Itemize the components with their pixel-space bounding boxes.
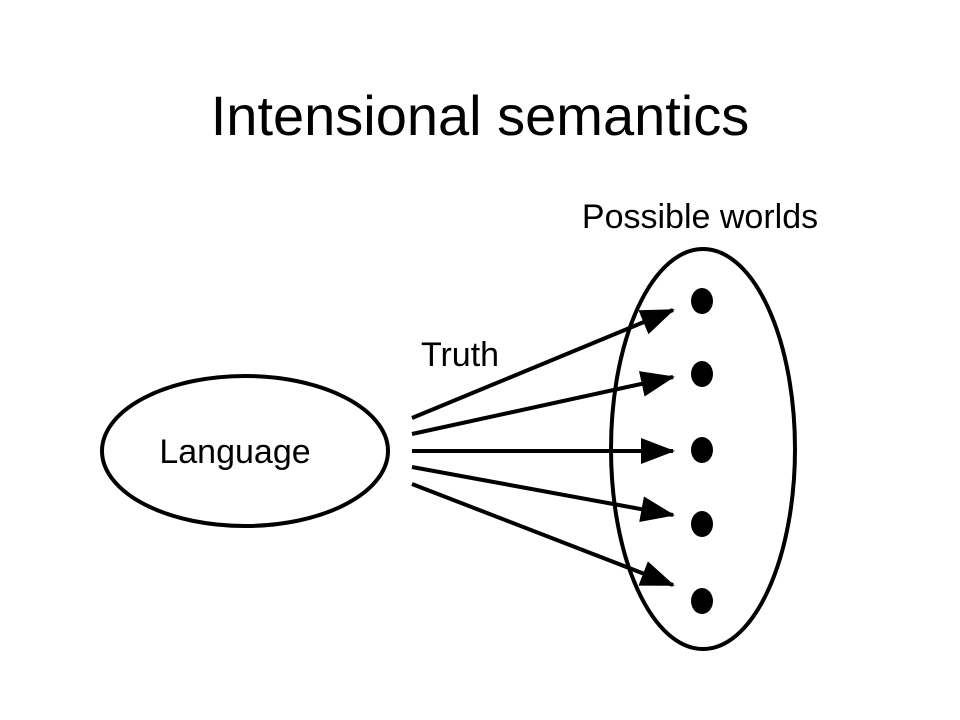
truth-arrows: [411, 308, 675, 587]
truth-arrow-5: [411, 482, 675, 587]
world-dot-1: [691, 288, 713, 314]
world-dot-2: [691, 361, 713, 387]
world-dot-3: [691, 437, 713, 463]
truth-label: Truth: [421, 336, 499, 374]
truth-arrow-2: [411, 371, 675, 436]
possible-worlds-label: Possible worlds: [582, 198, 818, 236]
truth-arrow-1: [411, 308, 675, 420]
language-ellipse: [100, 374, 390, 528]
world-dot-4: [691, 511, 713, 537]
language-label: Language: [159, 433, 310, 471]
world-dot-5: [691, 588, 713, 614]
truth-arrow-4: [411, 465, 675, 522]
slide-title: Intensional semantics: [210, 84, 750, 147]
world-dots: [691, 288, 713, 614]
